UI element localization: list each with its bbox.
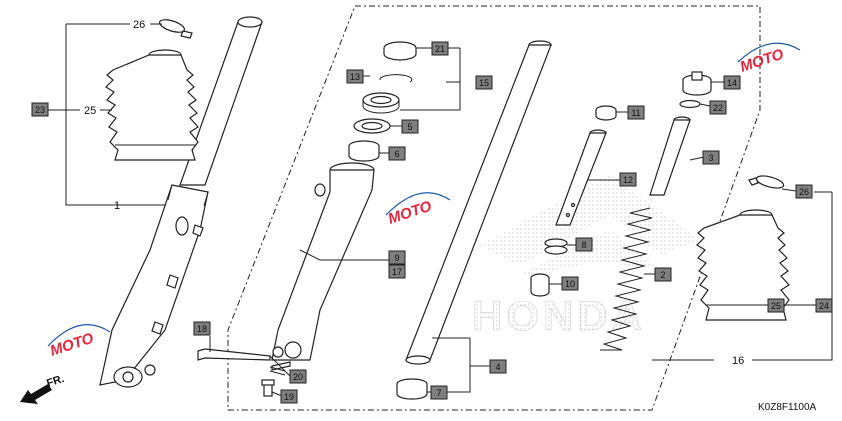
callout-13: 13 (346, 69, 364, 84)
leader-lines (48, 23, 833, 397)
fork-boot-part-25-left (105, 49, 199, 161)
honda-wordmark: HONDA (472, 292, 646, 339)
callout-19: 19 (280, 389, 298, 404)
fork-slider-part-9 (271, 162, 375, 371)
o-ring-part-22 (679, 99, 701, 109)
socket-bolt-part-18 (197, 348, 271, 361)
callout-10: 10 (561, 276, 579, 291)
honda-wing-logo: HONDA (472, 175, 700, 339)
fork-spacer-part-3 (649, 116, 691, 196)
callout-1: 1 (114, 200, 120, 212)
svg-text:20: 20 (293, 372, 303, 382)
svg-text:10: 10 (565, 279, 575, 289)
svg-text:17: 17 (392, 267, 402, 277)
svg-text:15: 15 (479, 78, 489, 88)
svg-text:MOTO: MOTO (48, 330, 96, 360)
callout-17: 17 (388, 264, 406, 279)
svg-text:25: 25 (771, 301, 781, 311)
callout-26-right: 26 (795, 184, 813, 199)
callout-6: 6 (388, 146, 406, 161)
slide-bushing-part-7 (396, 378, 428, 400)
callout-25-left: 25 (84, 105, 96, 117)
callout-21: 21 (431, 41, 449, 56)
fork-spring-part-2 (600, 207, 653, 351)
callout-12: 12 (619, 172, 637, 187)
svg-text:9: 9 (394, 253, 399, 263)
callout-7: 7 (430, 385, 448, 400)
svg-text:19: 19 (284, 392, 294, 402)
fork-bolt-part-14 (682, 71, 712, 96)
callout-3: 3 (702, 150, 720, 165)
svg-text:5: 5 (407, 122, 412, 132)
svg-text:3: 3 (708, 153, 713, 163)
moto-watermark-center: MOTO (385, 192, 451, 228)
svg-text:22: 22 (713, 103, 723, 113)
washer-part-5 (353, 118, 391, 134)
callout-20: 20 (289, 369, 307, 384)
svg-text:21: 21 (435, 44, 445, 54)
callout-9: 9 (388, 250, 406, 265)
svg-text:2: 2 (660, 270, 665, 280)
svg-text:6: 6 (394, 149, 399, 159)
oil-seal-part-15 (362, 92, 400, 114)
callout-8: 8 (575, 237, 593, 252)
callout-2: 2 (654, 267, 672, 282)
callout-11: 11 (627, 105, 645, 120)
rebound-spring-part-8 (544, 238, 568, 255)
callout-4: 4 (489, 359, 507, 374)
damper-rod-part-12 (555, 129, 607, 226)
svg-text:11: 11 (631, 108, 640, 118)
callout-16: 16 (732, 355, 744, 367)
svg-text:MOTO: MOTO (386, 198, 434, 228)
callout-26-left: 26 (133, 19, 145, 31)
fork-pipe-part-4 (405, 40, 552, 365)
boot-clip-part-26-left (158, 19, 193, 39)
svg-text:18: 18 (197, 324, 207, 334)
fork-assembly-boundary (227, 5, 761, 411)
callout-5: 5 (401, 119, 419, 134)
callout-24: 24 (815, 298, 833, 313)
guide-bushing-part-6 (348, 140, 380, 162)
oil-lock-piece-part-10 (530, 273, 550, 297)
callout-25-right: 25 (767, 298, 785, 313)
svg-text:14: 14 (727, 78, 737, 88)
callout-15: 15 (475, 75, 493, 90)
boot-clip-part-26-right (748, 175, 785, 189)
callout-22: 22 (709, 100, 727, 115)
svg-text:MOTO: MOTO (738, 46, 786, 76)
callout-18: 18 (193, 321, 211, 336)
front-direction-arrow: FR. (20, 373, 66, 404)
fork-boot-part-25-right (696, 209, 790, 321)
svg-text:7: 7 (436, 388, 441, 398)
svg-text:8: 8 (581, 240, 586, 250)
diagram-code: K0Z8F1100A (758, 402, 817, 413)
svg-text:26: 26 (799, 187, 809, 197)
fork-assembly-part-1 (99, 16, 263, 388)
drain-bolt-part-19 (261, 379, 275, 397)
moto-watermark-bottom-left: MOTO (47, 324, 111, 360)
svg-text:12: 12 (623, 175, 633, 185)
callout-14: 14 (723, 75, 741, 90)
svg-text:4: 4 (495, 362, 500, 372)
piston-ring-part-11 (595, 105, 617, 121)
callout-23: 23 (31, 102, 49, 117)
front-direction-label: FR. (45, 373, 66, 390)
svg-text:24: 24 (819, 301, 829, 311)
dust-seal-part-21 (383, 41, 417, 61)
moto-watermark-top-right: MOTO (737, 42, 801, 76)
retaining-clip-part-13 (379, 74, 413, 83)
gasket-part-20 (269, 366, 286, 376)
svg-text:23: 23 (35, 105, 45, 115)
svg-text:13: 13 (350, 72, 360, 82)
